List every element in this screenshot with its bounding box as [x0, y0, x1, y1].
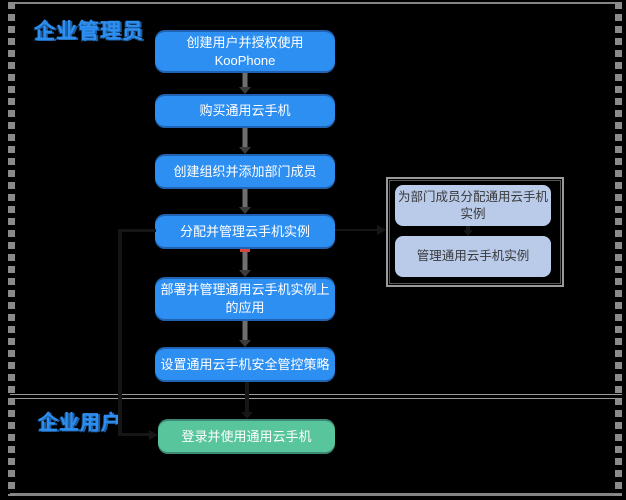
subnode-assign-instances-to-members: 为部门成员分配通用云手机 实例 — [395, 185, 551, 226]
arrow-step6-to-login-icon — [241, 382, 253, 419]
anchor-marker — [240, 249, 250, 252]
connector-step4-to-subgroup — [335, 229, 378, 231]
node-buy-cloud-phone: 购买通用云手机 — [155, 94, 335, 128]
frame-top-border — [10, 2, 622, 4]
arrowhead-into-login-icon — [149, 430, 158, 440]
lane-label-enterprise-admin: 企业管理员 — [34, 20, 144, 43]
connector-to-login-horizontal — [118, 433, 149, 436]
node-create-org-add-members: 创建组织并添加部门成员 — [155, 154, 335, 189]
subnode-manage-instances: 管理通用云手机实例 — [395, 236, 551, 277]
node-create-user-authorize-koophone: 创建用户并授权使用 KooPhone — [155, 30, 335, 73]
subgroup-inner-border — [389, 180, 561, 284]
frame-right-dashed-border — [615, 2, 622, 496]
frame-left-dashed-border — [8, 2, 15, 496]
arrow-step3-to-step4-icon — [239, 189, 251, 214]
lane-label-enterprise-user: 企业用户 — [38, 412, 122, 434]
connector-left-vertical — [118, 229, 122, 436]
subgroup-assign-and-manage: 为部门成员分配通用云手机 实例 管理通用云手机实例 — [386, 177, 564, 287]
connector-step4-left-horizontal — [120, 229, 156, 232]
node-login-use-cloud-phone: 登录并使用通用云手机 — [158, 419, 335, 454]
arrow-step2-to-step3-icon — [239, 128, 251, 154]
frame-bottom-border — [10, 493, 622, 496]
arrowhead-into-subgroup-icon — [377, 225, 386, 235]
lane-divider-line — [10, 394, 622, 395]
node-deploy-manage-apps: 部署并管理通用云手机实例上 的应用 — [155, 277, 335, 321]
node-set-security-policy: 设置通用云手机安全管控策略 — [155, 347, 335, 382]
node-assign-manage-instances: 分配并管理云手机实例 — [155, 214, 335, 249]
lane-divider-line — [10, 398, 622, 399]
arrow-step5-to-step6-icon — [239, 321, 251, 347]
arrow-step1-to-step2-icon — [239, 73, 251, 94]
arrow-step4-to-step5-icon — [239, 249, 251, 277]
